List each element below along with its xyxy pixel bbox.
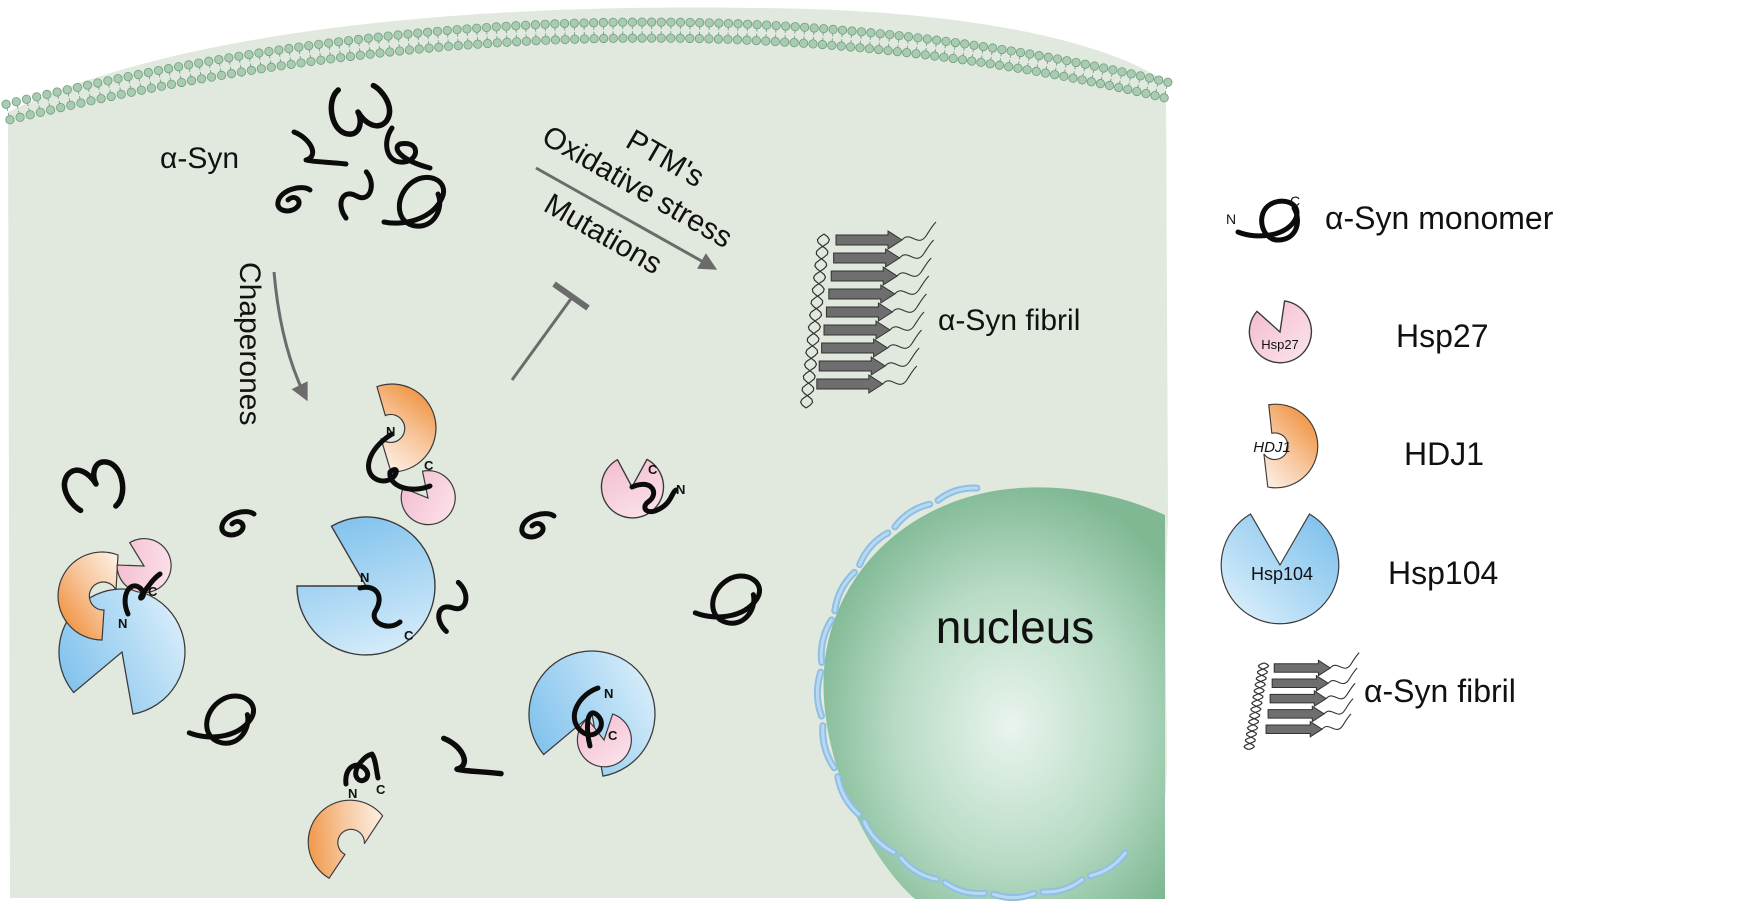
complex-hdj1: N C	[292, 751, 386, 887]
asyn-fibril-icon	[1243, 652, 1360, 751]
terminal-c: C	[404, 628, 414, 643]
inhibition-bar	[510, 281, 590, 381]
chaperones-label: Chaperones	[233, 262, 266, 425]
hsp104-icon: Hsp104	[1220, 513, 1340, 625]
terminal-n: N	[604, 686, 613, 701]
nucleus: nucleus	[813, 484, 1165, 901]
fibril-label: α-Syn fibril	[938, 304, 1080, 337]
asyn-label: α-Syn	[160, 142, 239, 175]
terminal-n: N	[1226, 211, 1236, 227]
terminal-c: C	[148, 584, 158, 599]
terminal-n: N	[348, 786, 357, 801]
legend: N C α-Syn monomer Hsp27 Hsp27 HDJ1 HDJ1 …	[1220, 193, 1554, 751]
chaperones-arrow	[272, 271, 308, 402]
complex-hsp104-hsp27: N C	[513, 632, 674, 788]
legend-item-hsp104: Hsp104 Hsp104	[1220, 513, 1498, 625]
hsp27-icon: Hsp27	[1248, 300, 1313, 364]
icon-text: HDJ1	[1253, 439, 1291, 456]
icon-text: Hsp104	[1251, 564, 1313, 584]
legend-item-hsp27: Hsp27 Hsp27	[1248, 300, 1489, 364]
complex-hdj1-hsp27: N C	[361, 371, 464, 533]
asyn-fibril-main	[799, 221, 937, 409]
nuclear-envelope	[813, 484, 1129, 901]
aggregation-arrow	[535, 166, 718, 270]
terminal-n: N	[360, 570, 369, 585]
nucleus-label: nucleus	[936, 601, 1095, 653]
terminal-c: C	[608, 728, 618, 743]
legend-label: HDJ1	[1404, 436, 1484, 472]
terminal-c: C	[1290, 193, 1300, 209]
icon-text: Hsp27	[1261, 337, 1299, 352]
asyn-monomer-free	[384, 125, 433, 171]
legend-label: Hsp104	[1388, 555, 1498, 591]
asyn-monomer-icon: N C	[1226, 193, 1300, 243]
terminal-c: C	[376, 782, 386, 797]
terminal-c: C	[648, 462, 658, 477]
legend-item-monomer: N C α-Syn monomer	[1226, 193, 1554, 243]
terminal-c: C	[424, 458, 434, 473]
terminal-n: N	[676, 482, 685, 497]
complex-hsp27: C N	[591, 446, 685, 528]
terminal-n: N	[386, 424, 395, 439]
legend-item-hdj1: HDJ1 HDJ1	[1253, 397, 1484, 491]
hdj1-icon: HDJ1	[1253, 397, 1325, 491]
cell-membrane	[1, 17, 1173, 125]
legend-label: α-Syn fibril	[1364, 673, 1516, 709]
complex-hsp104: N C	[279, 495, 461, 681]
terminal-n: N	[118, 616, 127, 631]
legend-item-fibril: α-Syn fibril	[1243, 652, 1516, 751]
legend-label: α-Syn monomer	[1325, 200, 1554, 236]
complex-hdj1-hsp27-hsp104: C N	[43, 527, 204, 726]
legend-label: Hsp27	[1396, 318, 1489, 354]
